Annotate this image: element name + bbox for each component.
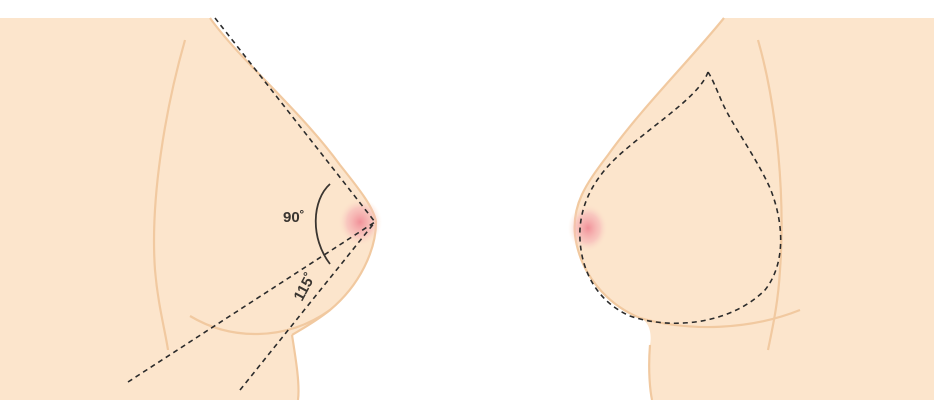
right-breast-contour <box>573 17 725 320</box>
left-angle-arc <box>314 183 331 265</box>
right-areola <box>568 204 608 252</box>
left-torso <box>0 18 376 400</box>
left-figure: 90˚ 115˚ <box>0 17 382 400</box>
angle-label-90: 90˚ <box>283 209 305 226</box>
right-torso-line <box>756 39 783 351</box>
right-dashed-outline <box>579 70 782 325</box>
right-figure <box>568 17 934 400</box>
left-inframammary-fold <box>189 309 331 336</box>
right-torso <box>574 18 934 400</box>
left-dashed-horizontal <box>127 221 376 383</box>
left-back-line <box>290 334 300 400</box>
right-back-line <box>648 344 654 400</box>
left-areola <box>338 198 382 246</box>
left-dashed-upper <box>214 17 376 223</box>
left-torso-line <box>152 39 187 351</box>
